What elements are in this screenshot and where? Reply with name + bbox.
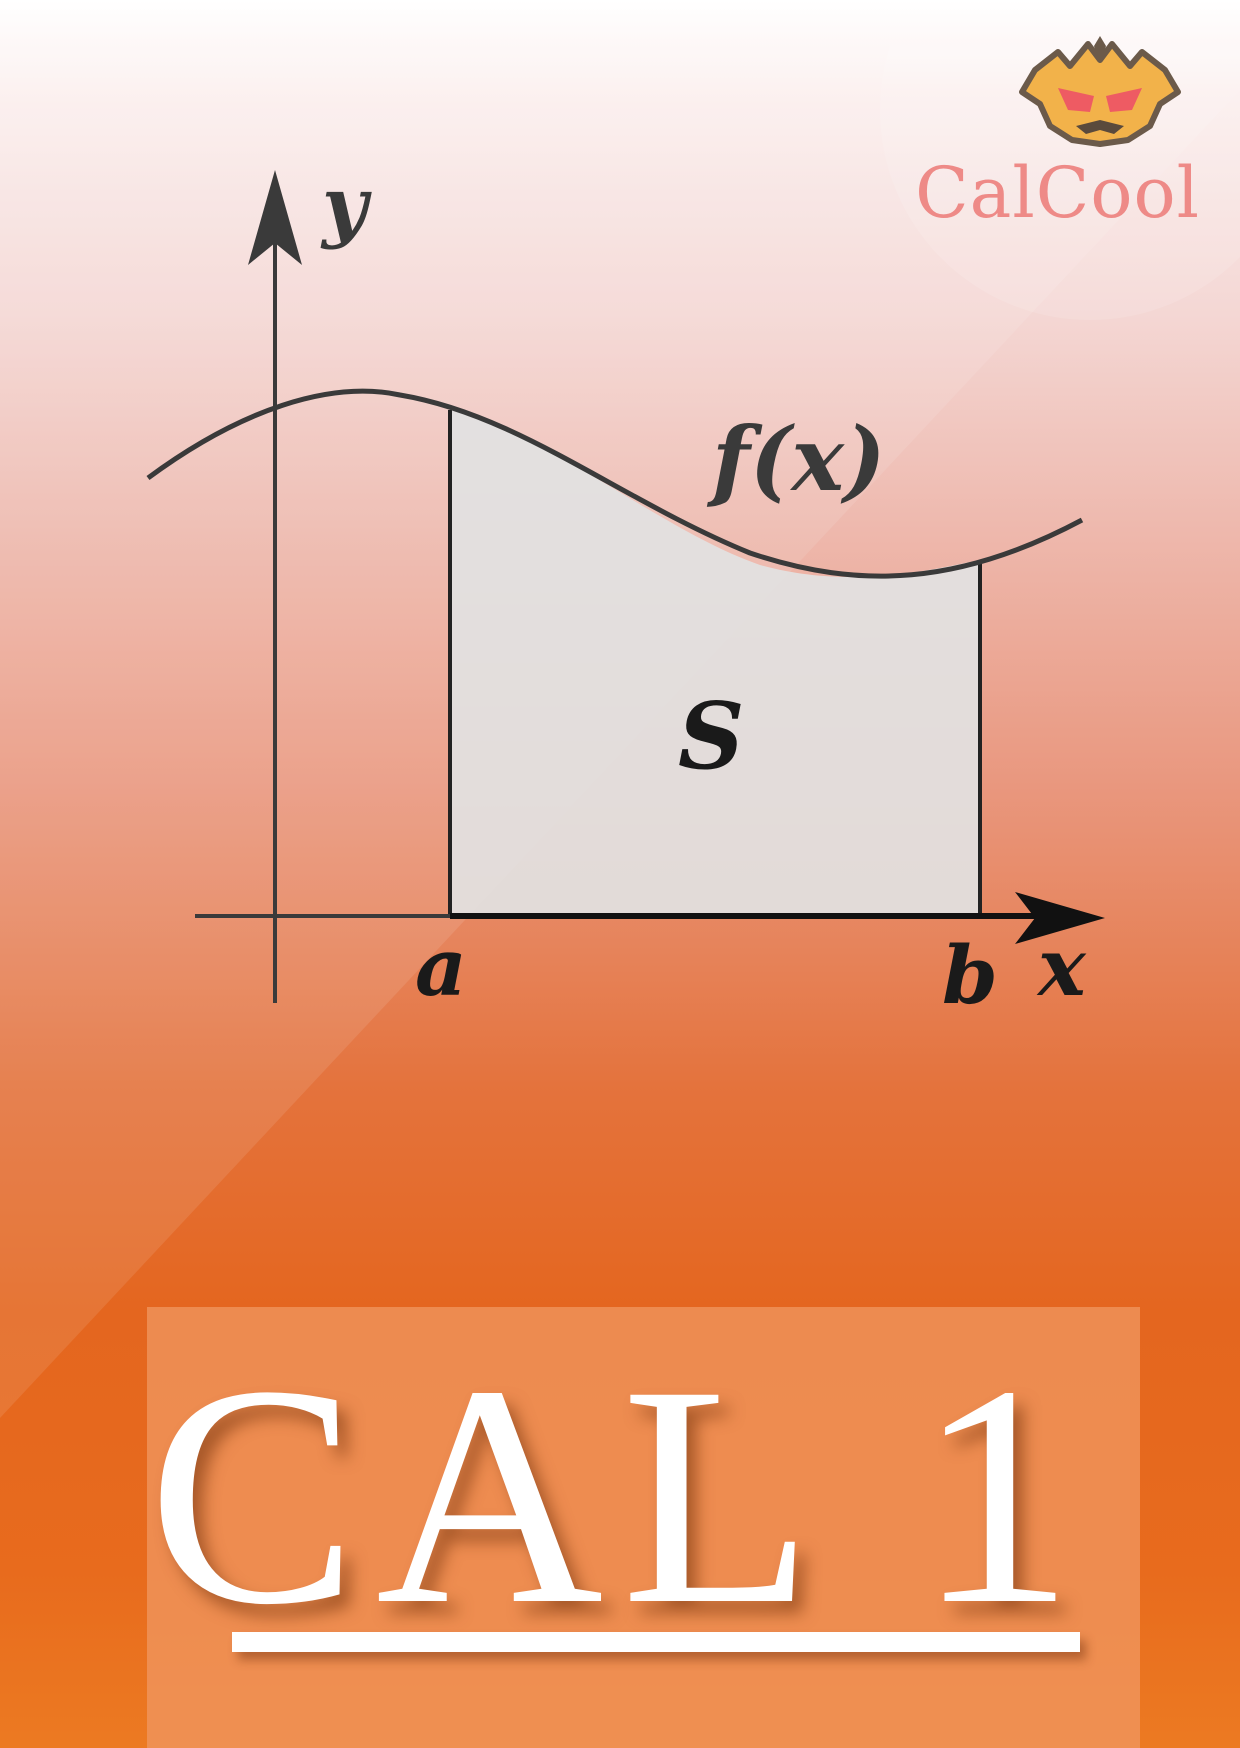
- upper-bound-label: b: [942, 928, 998, 1022]
- brand-logo: CalCool: [915, 30, 1200, 250]
- integral-diagram: y f(x) S a b x: [146, 160, 1105, 1022]
- x-axis-arrow: [1015, 892, 1105, 944]
- lower-bound-label: a: [415, 920, 467, 1014]
- area-under-curve: [450, 410, 980, 915]
- tiger-mascot-icon: [1019, 36, 1181, 147]
- brand-name: CalCool: [915, 152, 1200, 234]
- x-axis-label: x: [1036, 920, 1087, 1014]
- y-axis-label: y: [320, 160, 372, 251]
- course-title: CAL 1: [147, 1321, 1093, 1670]
- title-underline: [232, 1632, 1080, 1652]
- function-label: f(x): [706, 407, 886, 511]
- area-label: S: [678, 682, 744, 790]
- function-curve: [146, 388, 1084, 579]
- title-box: [147, 1307, 1140, 1748]
- y-axis-arrow: [248, 170, 302, 265]
